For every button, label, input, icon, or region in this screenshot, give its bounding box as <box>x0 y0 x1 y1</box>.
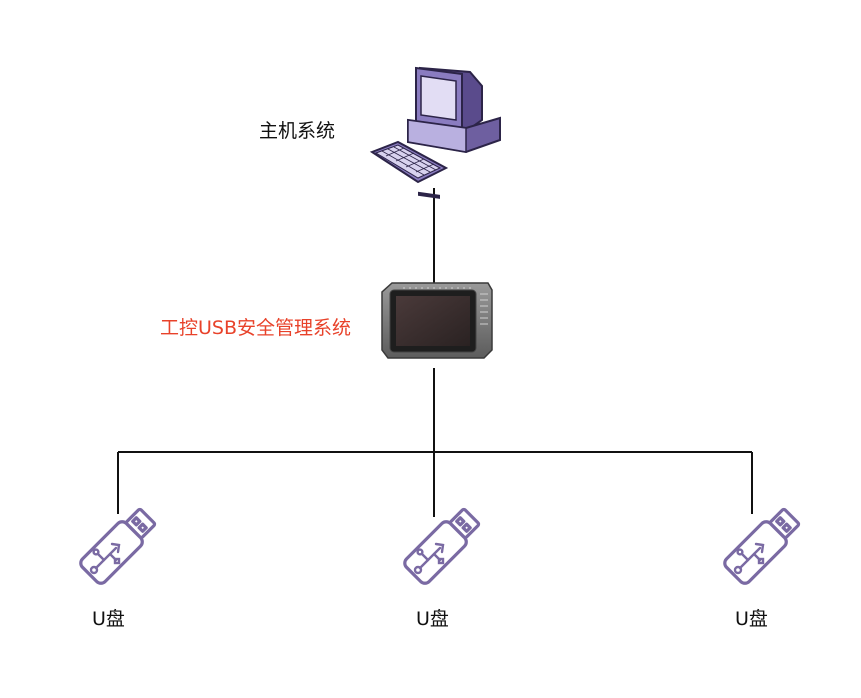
usb-drive-label-1: U盘 <box>92 608 125 630</box>
usb-drive-icon <box>76 503 161 588</box>
usb-drive-label-2: U盘 <box>416 608 449 630</box>
connection-lines <box>117 188 753 517</box>
usb-drive-icon <box>720 503 805 588</box>
industrial-panel-icon <box>381 282 493 359</box>
usb-security-manager-label: 工控USB安全管理系统 <box>160 317 352 339</box>
usb-drive-label-3: U盘 <box>735 608 768 630</box>
host-system-label: 主机系统 <box>259 120 336 142</box>
desktop-computer-icon <box>369 66 501 199</box>
usb-drive-icon <box>400 503 485 588</box>
